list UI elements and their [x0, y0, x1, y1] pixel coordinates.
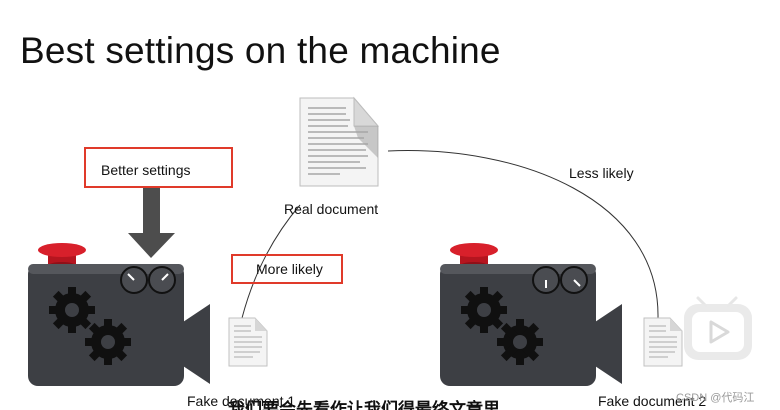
dial-icon — [120, 266, 176, 294]
less-likely-label: Less likely — [569, 165, 634, 181]
gear-icon — [49, 287, 95, 333]
fake-document-2-label: Fake document 2 — [598, 393, 707, 409]
gear-icon — [85, 319, 131, 365]
watermark-text: CSDN @代码江 — [676, 392, 755, 404]
better-settings-label: Better settings — [101, 162, 191, 178]
gear-icon — [497, 319, 543, 365]
caption-strip: 我们要会先看作让我们得最终文章里 — [228, 400, 500, 410]
real-document-label: Real document — [284, 201, 379, 217]
gear-icon — [461, 287, 507, 333]
better-settings-highlight — [84, 147, 233, 188]
slide-title: Best settings on the machine — [20, 30, 501, 71]
more-likely-highlight — [231, 254, 343, 284]
less-likely-curve — [387, 150, 659, 319]
more-likely-curve — [241, 204, 301, 319]
fake-document-1-label: Fake document 1 — [187, 393, 296, 409]
dial-icon — [532, 266, 588, 294]
more-likely-label: More likely — [256, 261, 323, 277]
down-arrow-icon — [128, 186, 175, 258]
